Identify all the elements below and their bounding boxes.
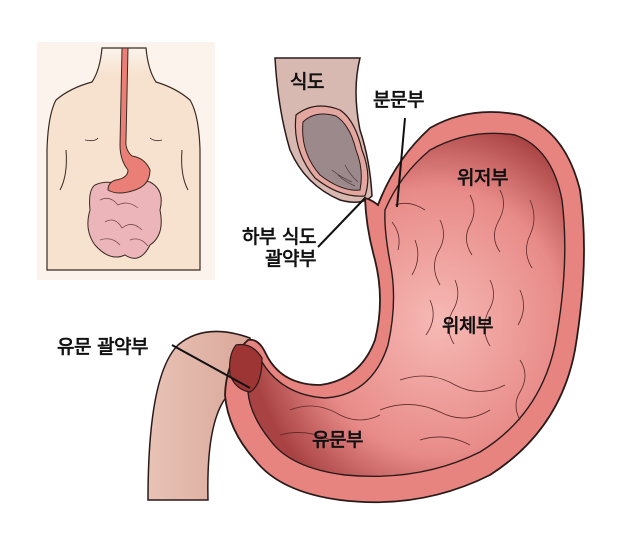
label-cardia: 분문부 xyxy=(373,89,424,111)
rugae-folds xyxy=(279,189,535,446)
label-les-line1: 하부 식도 xyxy=(241,226,317,248)
les-leader-line xyxy=(317,197,366,248)
label-fundus: 위저부 xyxy=(457,167,508,189)
label-esophagus: 식도 xyxy=(290,71,324,93)
label-pyloric-sphincter: 유문 괄약부 xyxy=(57,336,149,358)
pyloric-sphincter-leader-line xyxy=(171,344,251,389)
label-body: 위체부 xyxy=(442,315,493,337)
esophagus xyxy=(274,57,373,203)
stomach xyxy=(224,111,585,504)
label-pylorus: 유문부 xyxy=(312,429,363,451)
label-lower-esophageal-sphincter: 하부 식도 괄약부 xyxy=(222,226,317,271)
cardia-leader-line xyxy=(396,117,406,208)
leader-lines xyxy=(171,117,406,389)
label-les-line2: 괄약부 xyxy=(265,247,316,270)
torso-inset xyxy=(37,42,215,280)
